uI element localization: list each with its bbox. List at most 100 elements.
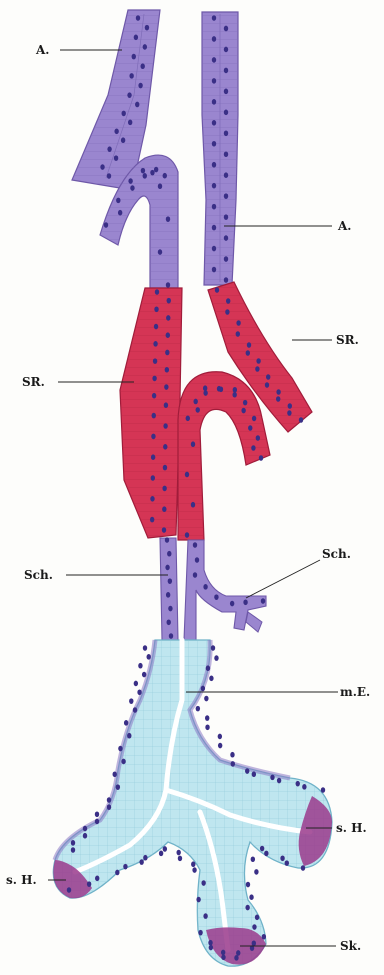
nucleus [186, 416, 190, 422]
nucleus [205, 724, 209, 730]
nucleus [245, 905, 249, 911]
nucleus [143, 44, 147, 50]
nucleus [206, 665, 210, 671]
nucleus [153, 341, 157, 347]
nucleus [224, 110, 228, 116]
nucleus [128, 178, 132, 184]
nucleus [276, 396, 280, 402]
nucleus [83, 833, 87, 839]
nucleus [212, 141, 216, 147]
nucleus [224, 235, 228, 241]
nucleus [201, 686, 205, 692]
nucleus [147, 654, 151, 660]
nucleus [107, 146, 111, 152]
nucleus [191, 861, 195, 867]
nucleus [321, 787, 325, 793]
nucleus [151, 434, 155, 440]
nucleus [212, 15, 216, 21]
nucleus [176, 850, 180, 856]
nucleus [152, 393, 156, 399]
nucleus [224, 151, 228, 157]
nucleus [150, 517, 154, 523]
nucleus [143, 855, 147, 861]
nucleus [154, 306, 158, 312]
nucleus [251, 445, 255, 451]
nucleus [212, 99, 216, 105]
nucleus [249, 894, 253, 900]
nucleus [162, 486, 166, 492]
nucleus [196, 407, 200, 413]
nucleus [226, 298, 230, 304]
nucleus [163, 465, 167, 471]
nucleus [71, 840, 75, 846]
nucleus [154, 167, 158, 173]
nucleus [71, 847, 75, 853]
nucleus [224, 172, 228, 178]
label-a-right: A. [337, 219, 352, 233]
nucleus [193, 542, 197, 548]
duct-segment-a-right [202, 12, 238, 285]
nucleus [185, 532, 189, 538]
nucleus [221, 950, 225, 956]
nucleus [212, 78, 216, 84]
nucleus [143, 173, 147, 179]
label-sch-right: Sch. [322, 547, 351, 561]
nucleus [164, 384, 168, 390]
nucleus [252, 940, 256, 946]
nucleus [221, 954, 225, 960]
label-sh-left: s. H. [6, 873, 37, 887]
nucleus [192, 867, 196, 873]
nucleus [165, 350, 169, 356]
nucleus [151, 475, 155, 481]
nucleus [259, 455, 263, 461]
nucleus [209, 945, 213, 951]
nucleus [67, 887, 71, 893]
label-a-top: A. [35, 43, 50, 57]
nucleus [265, 382, 269, 388]
nucleus [212, 204, 216, 210]
label-sr-left: SR. [22, 375, 45, 389]
nucleus [231, 761, 235, 767]
nucleus [212, 120, 216, 126]
nucleus [132, 54, 136, 60]
nucleus [270, 775, 274, 781]
nucleus [155, 289, 159, 295]
nucleus [166, 592, 170, 598]
nucleus [208, 940, 212, 946]
nucleus [168, 578, 172, 584]
nucleus [296, 781, 300, 787]
nucleus [150, 170, 154, 176]
nucleus [163, 173, 167, 179]
nucleus [118, 746, 122, 752]
nucleus [224, 277, 228, 283]
nucleus [141, 168, 145, 174]
nucleus [104, 222, 108, 228]
nucleus [212, 183, 216, 189]
nucleus [107, 797, 111, 803]
nucleus [214, 655, 218, 661]
nucleus [247, 342, 251, 348]
nucleus [115, 870, 119, 876]
nucleus [152, 413, 156, 419]
nucleus [129, 73, 133, 79]
nucleus [285, 860, 289, 866]
nucleus [212, 36, 216, 42]
nucleus [252, 771, 256, 777]
nucleus [246, 882, 250, 888]
nucleus [83, 826, 87, 832]
nucleus [277, 778, 281, 784]
nucleus [252, 416, 256, 422]
nucleus [142, 672, 146, 678]
nucleus [224, 47, 228, 53]
nucleus [137, 689, 141, 695]
nucleus [107, 173, 111, 179]
nucleus [143, 645, 147, 651]
nucleus [209, 676, 213, 682]
nucleus [162, 527, 166, 533]
nucleus [204, 696, 208, 702]
nucleus [212, 162, 216, 168]
nucleus [262, 934, 266, 940]
nucleus [95, 876, 99, 882]
nucleus [150, 496, 154, 502]
nucleus [254, 869, 258, 875]
